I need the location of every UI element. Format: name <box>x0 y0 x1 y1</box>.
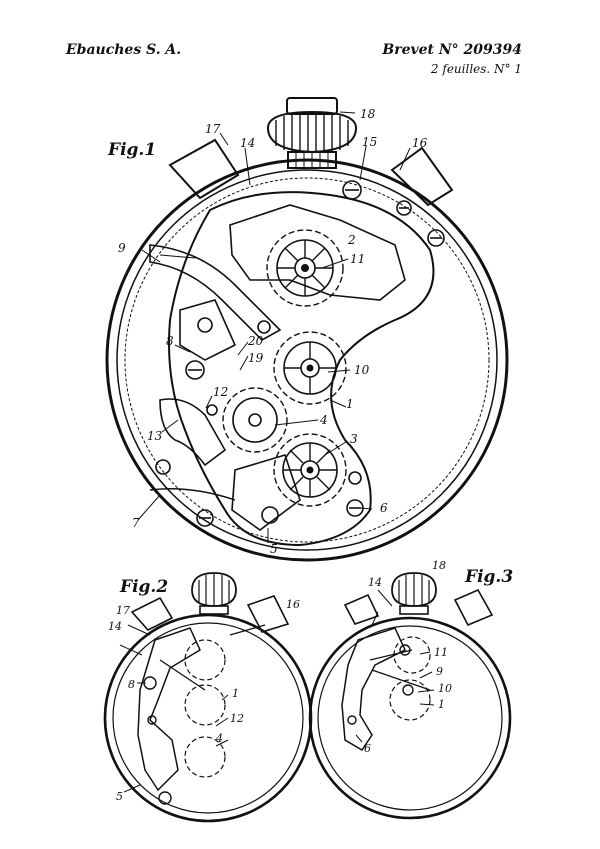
lever-8 <box>179 299 237 361</box>
spring-7 <box>149 488 236 501</box>
lever-mechanism <box>341 627 406 752</box>
fig1-label: 3 <box>350 432 358 446</box>
fig1-label: 2 <box>347 233 356 247</box>
fig2-label: 4 <box>215 732 223 745</box>
crown-18 <box>266 97 358 169</box>
fig3-label: 14 <box>368 576 382 589</box>
wheel-dashed <box>184 736 226 778</box>
crown <box>191 572 237 607</box>
pusher <box>343 593 380 625</box>
fig1-label: 16 <box>412 136 428 150</box>
fig1-label: 20 <box>247 334 264 348</box>
figure-3: Fig.3 18 14 11 9 10 1 6 <box>308 559 513 820</box>
fig1-label: 6 <box>380 501 388 515</box>
fig3-label: 9 <box>436 665 443 678</box>
lever-5 <box>231 454 301 531</box>
fig1-label: 14 <box>240 136 255 150</box>
fig1-label: 4 <box>319 413 328 427</box>
wheel-dashed <box>393 636 431 674</box>
fig1-label: 11 <box>350 252 365 266</box>
fig1-label: 8 <box>166 334 174 348</box>
fig1-label: 9 <box>118 241 126 255</box>
wheel-2 <box>266 229 344 307</box>
case-outer-ring <box>308 616 512 820</box>
fig2-title: Fig.2 <box>119 577 168 597</box>
fig3-label: 18 <box>432 559 446 572</box>
pusher-17 <box>130 596 174 631</box>
case-outer-ring <box>103 613 313 823</box>
pusher-17 <box>168 138 240 200</box>
sheet-number: 2 feuilles. N° 1 <box>430 62 522 76</box>
fig3-label: 10 <box>438 682 452 695</box>
main-plate <box>168 191 435 547</box>
lever-9 <box>149 244 282 341</box>
wheel-dashed <box>389 679 431 721</box>
fig2-label: 14 <box>108 620 122 633</box>
wheel-dashed <box>184 639 226 681</box>
fig1-label: 18 <box>360 107 376 121</box>
chronograph-bridge <box>229 204 406 301</box>
wheel-3 <box>273 433 347 507</box>
crown <box>391 572 437 607</box>
fig1-label: 10 <box>354 363 370 377</box>
fig2-label: 16 <box>286 598 300 611</box>
fig1-label: 17 <box>205 122 221 136</box>
fig1-label: 7 <box>132 516 140 530</box>
pusher-16 <box>246 595 290 633</box>
fig2-label: 17 <box>116 604 130 617</box>
case-inner-ring <box>116 169 498 551</box>
fig3-title: Fig.3 <box>464 567 513 587</box>
fig3-label: 6 <box>364 742 371 755</box>
case-outer-ring <box>105 158 509 562</box>
fig2-label: 12 <box>230 712 244 725</box>
fig1-label: 5 <box>270 542 278 556</box>
fig1-title: Fig.1 <box>107 140 156 160</box>
fig3-label: 1 <box>438 698 445 711</box>
pusher <box>453 588 494 627</box>
lever-mechanism <box>137 627 201 792</box>
patent-number: Brevet N° 209394 <box>382 42 522 58</box>
figure-2: Fig.2 17 16 14 8 1 12 4 5 <box>103 572 313 823</box>
screws <box>155 180 445 527</box>
fig1-label: 19 <box>248 351 264 365</box>
fig1-label: 1 <box>346 397 354 411</box>
fig1-label: 15 <box>362 135 377 149</box>
fig1-label: 13 <box>147 429 163 443</box>
wheel-10 <box>273 331 347 405</box>
lever-13 <box>159 398 227 467</box>
fig3-label: 11 <box>434 646 448 659</box>
fig2-label: 1 <box>232 687 239 700</box>
figure-1: Fig.1 18 17 14 15 16 2 11 9 8 20 19 10 1… <box>105 97 509 562</box>
company-name: Ebauches S. A. <box>66 42 182 58</box>
fig2-label: 8 <box>128 678 135 691</box>
wheel-dashed <box>184 684 226 726</box>
fig1-label: 12 <box>213 385 228 399</box>
fig2-label: 5 <box>116 790 123 803</box>
wheel-4 <box>222 387 288 453</box>
